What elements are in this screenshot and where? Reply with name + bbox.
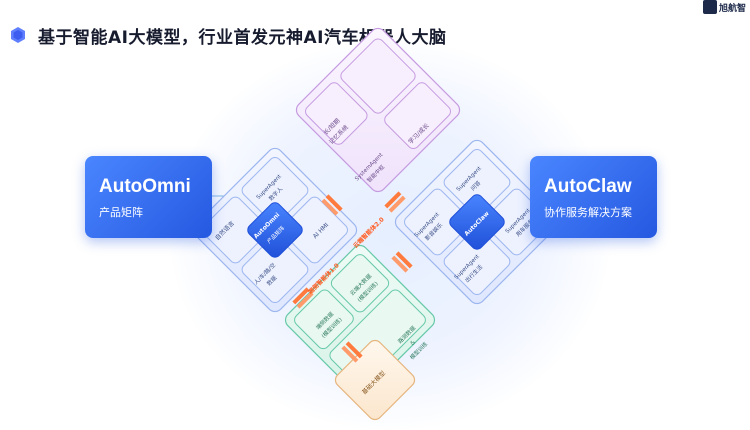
memory-cluster — [295, 27, 461, 193]
autoclaw-core-block — [449, 194, 505, 250]
autoomni-card: AutoOmni 产品矩阵 — [85, 156, 212, 238]
people-vehicle-block — [241, 236, 309, 303]
collaboration-cluster — [394, 139, 560, 305]
memory-system-block — [340, 38, 416, 114]
orange-connectors — [292, 191, 413, 363]
connector-bar — [384, 191, 402, 209]
connector-bar — [296, 291, 314, 309]
connector-bar — [341, 345, 359, 363]
system-agent-block — [305, 82, 368, 145]
superagent-digital-block — [241, 157, 309, 224]
natural-language-block — [202, 196, 269, 264]
superagent-qa-block — [443, 149, 511, 216]
autoclaw-card-name: AutoClaw — [544, 176, 632, 197]
autoclaw-card-subtitle: 协作服务解决方案 — [544, 206, 632, 219]
connector-bar — [292, 287, 310, 305]
product-cluster — [192, 147, 358, 313]
brand-text: 旭航智 — [718, 3, 746, 14]
connector-bar — [321, 198, 339, 216]
autoomni-core-block — [247, 202, 303, 258]
connector-bar — [325, 194, 343, 212]
data-training-label-2: & — [410, 339, 418, 347]
autoclaw-card: AutoClaw 协作服务解决方案 — [530, 156, 657, 238]
brand-icon — [702, 0, 717, 14]
page-title-bar: 基于智能AI大模型，行业首发元神AI汽车机器人大脑 — [10, 22, 446, 48]
data-cluster-frame — [284, 244, 436, 396]
connector-bar — [395, 251, 413, 269]
superagent-media-block — [404, 188, 471, 256]
local-data-block — [294, 289, 354, 350]
connector-bar — [388, 195, 406, 213]
page-title: 基于智能AI大模型，行业首发元神AI汽车机器人大脑 — [38, 27, 447, 48]
connector-bar — [345, 341, 363, 359]
learning-block — [384, 82, 451, 150]
autoomni-card-subtitle: 产品矩阵 — [99, 206, 143, 219]
superagent-travel-block — [443, 228, 511, 295]
cloud-data-block — [330, 254, 390, 313]
brand-logo: 旭航智 — [702, 0, 746, 14]
autoomni-card-name: AutoOmni — [99, 176, 191, 197]
connector-bar — [391, 255, 409, 273]
hexagon-icon — [10, 27, 26, 43]
